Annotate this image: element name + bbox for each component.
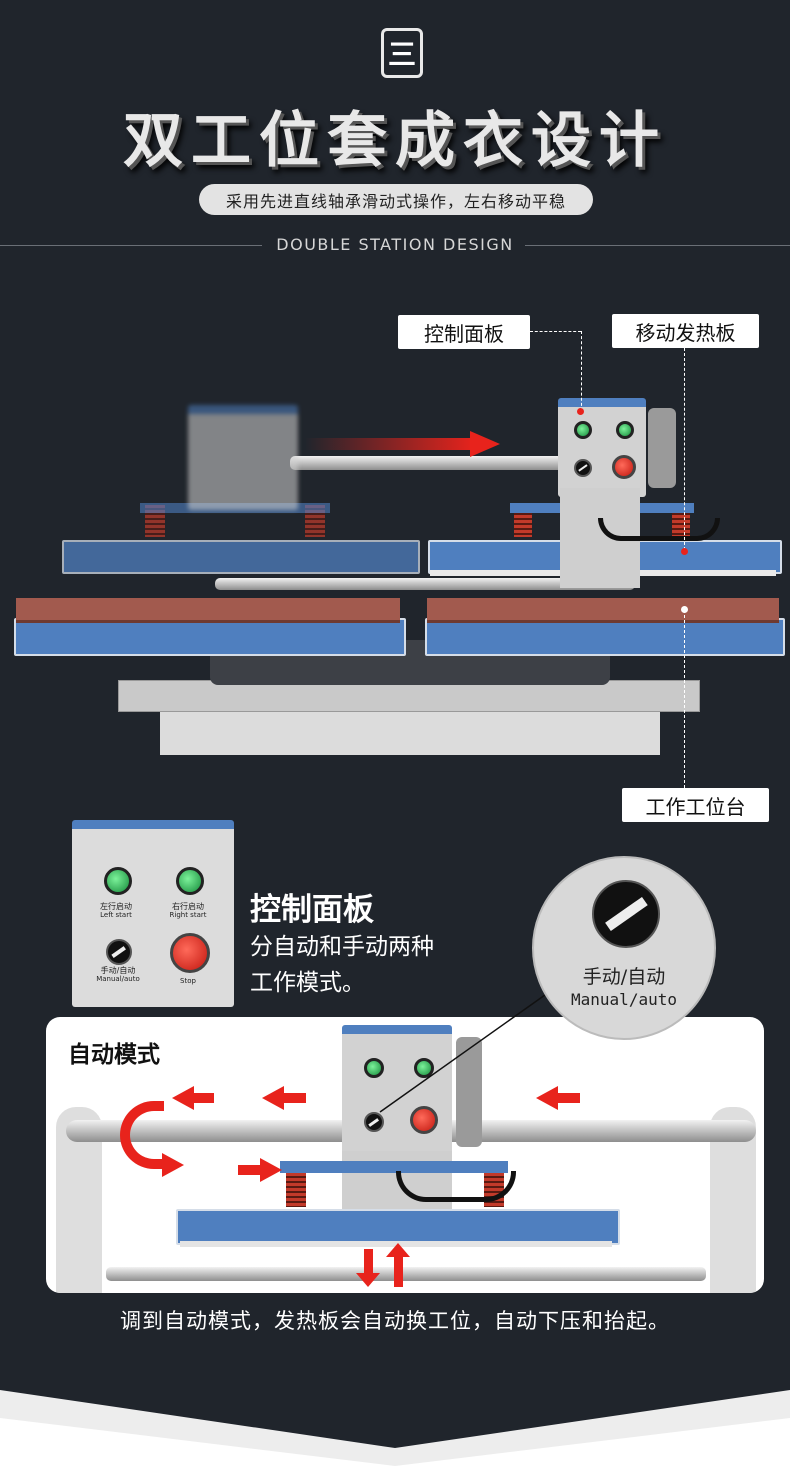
control-box (558, 398, 646, 497)
arrow-shaft (238, 1165, 262, 1175)
right-start-lamp (616, 421, 634, 439)
left-arrow-icon (172, 1086, 194, 1110)
feature-text-line2: 工作模式。 (250, 970, 365, 996)
left-arrow-icon (536, 1086, 558, 1110)
right-start-label-cn: 右行启动 (172, 902, 204, 911)
stop-label: Stop (180, 977, 196, 985)
section-tagline: 采用先进直线轴承滑动式操作，左右移动平稳 (199, 184, 593, 215)
mode-knob-icon (592, 880, 660, 948)
right-start-lamp (414, 1058, 434, 1078)
right-arrow-icon (470, 431, 500, 457)
mode-knob-icon (364, 1112, 384, 1132)
down-arrow-icon (356, 1273, 380, 1287)
callout-dot (681, 606, 688, 613)
mode-label-cn: 手动/自动 (100, 966, 136, 975)
callout-dot (577, 408, 584, 415)
return-arrow-icon (120, 1101, 164, 1169)
left-start-lamp (364, 1058, 384, 1078)
motion-trail (305, 438, 475, 450)
feature-title: 控制面板 (250, 892, 374, 928)
right-start-label-en: Right start (169, 911, 207, 919)
left-worktable-pad (16, 598, 400, 623)
arrow-shaft (556, 1093, 580, 1103)
control-box-blurred (188, 405, 298, 510)
left-start-label-cn: 左行启动 (100, 902, 132, 911)
auto-mode-panel: 自动模式 (46, 1017, 764, 1293)
arrow-shaft (192, 1093, 214, 1103)
mode-knob-icon (106, 939, 132, 965)
right-start-lamp (176, 867, 204, 895)
left-start-label-en: Left start (100, 911, 132, 919)
air-regulator (648, 408, 676, 488)
left-worktable (14, 618, 406, 656)
stop-button-icon (170, 933, 210, 973)
spring-icon (514, 505, 532, 537)
right-arrow-icon (260, 1158, 282, 1182)
auto-mode-label: 自动模式 (68, 1042, 160, 1068)
stop-button-icon (612, 455, 636, 479)
arrow-shaft (364, 1249, 373, 1275)
base-rail (118, 680, 700, 712)
callout-control-panel: 控制面板 (398, 315, 530, 349)
callout-line (684, 348, 685, 550)
stop-button-icon (410, 1106, 438, 1134)
lower-rail (106, 1267, 706, 1281)
upper-rail (290, 456, 590, 470)
left-heat-plate-blurred (62, 540, 420, 574)
callout-moving-heat-plate: 移动发热板 (612, 314, 759, 348)
control-panel-closeup: 左行启动 Left start 右行启动 Right start 手动/自动 M… (72, 820, 234, 1007)
right-arrow-icon (162, 1153, 184, 1177)
lower-rail (215, 578, 635, 590)
spring-bar (280, 1161, 508, 1173)
divider-left (0, 245, 262, 246)
zoom-label-cn: 手动/自动 (582, 966, 666, 988)
mode-knob-icon (574, 459, 592, 477)
callout-line (684, 610, 685, 788)
left-start-lamp (574, 421, 592, 439)
spring-icon (305, 505, 325, 537)
spring-icon (286, 1173, 306, 1207)
machine-illustration (0, 300, 790, 770)
up-arrow-icon (386, 1243, 410, 1257)
feature-text-line1: 分自动和手动两种 (250, 934, 434, 960)
section-subtitle: DOUBLE STATION DESIGN (276, 235, 514, 254)
mode-label-en: Manual/auto (96, 975, 140, 983)
callout-dot (681, 548, 688, 555)
zoom-label-en: Manual/auto (571, 990, 677, 1009)
section-title: 双工位套成衣设计 (123, 106, 667, 176)
auto-mode-caption: 调到自动模式，发热板会自动换工位，自动下压和抬起。 (120, 1309, 670, 1333)
left-arrow-icon (262, 1086, 284, 1110)
arrow-shaft (282, 1093, 306, 1103)
left-start-lamp (104, 867, 132, 895)
callout-line (530, 331, 581, 332)
arrow-shaft (394, 1257, 403, 1287)
auto-control-box (342, 1025, 452, 1160)
divider-right (525, 245, 790, 246)
section-number-badge: 三 (381, 28, 423, 78)
right-worktable-pad (427, 598, 779, 623)
bottom-wave (0, 1390, 790, 1476)
spring-icon (145, 505, 165, 537)
callout-line (581, 331, 582, 411)
callout-work-station: 工作工位台 (622, 788, 769, 822)
spring-icon (672, 505, 690, 537)
knob-zoom-circle: 手动/自动 Manual/auto (532, 856, 716, 1040)
